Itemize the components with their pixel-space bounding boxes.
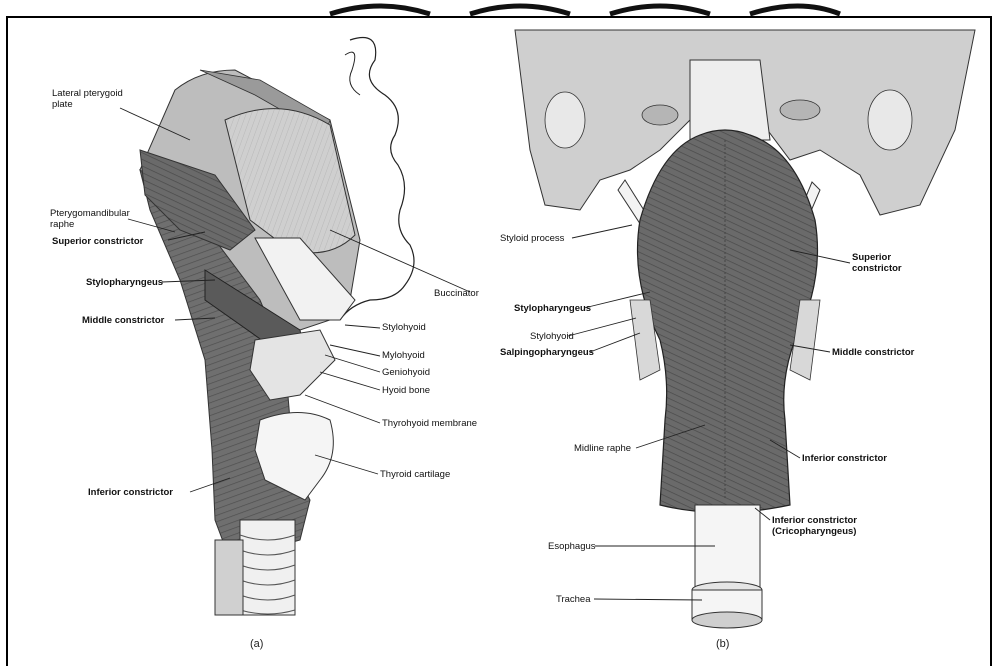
caption-panel-b: (b)	[716, 638, 729, 650]
label-hyoid-bone: Hyoid bone	[382, 385, 430, 396]
label-middle-constrictor-a: Middle constrictor	[82, 315, 164, 326]
label-middle-constrictor-b: Middle constrictor	[832, 347, 914, 358]
label-pterygomandibular-raphe: Pterygomandibular raphe	[50, 208, 130, 230]
label-salpingopharyngeus: Salpingopharyngeus	[500, 347, 594, 358]
label-trachea: Trachea	[556, 594, 591, 605]
panel-a-drawing	[140, 38, 414, 616]
caption-panel-a: (a)	[250, 638, 263, 650]
label-thyroid-cartilage: Thyroid cartilage	[380, 469, 450, 480]
label-inferior-constrictor-cricopharyngeus: Inferior constrictor (Cricopharyngeus)	[772, 515, 857, 537]
label-geniohyoid: Geniohyoid	[382, 367, 430, 378]
label-superior-constrictor-b: Superior constrictor	[852, 252, 902, 274]
top-band-fragment	[300, 0, 860, 14]
label-inferior-constrictor-a: Inferior constrictor	[88, 487, 173, 498]
panel-b-drawing	[515, 30, 975, 628]
label-superior-constrictor-a: Superior constrictor	[52, 236, 143, 247]
label-buccinator: Buccinator	[434, 288, 479, 299]
label-stylopharyngeus-b: Stylopharyngeus	[514, 303, 591, 314]
label-esophagus: Esophagus	[548, 541, 596, 552]
label-stylopharyngeus-a: Stylopharyngeus	[86, 277, 163, 288]
label-thyrohyoid-membrane: Thyrohyoid membrane	[382, 418, 477, 429]
label-midline-raphe: Midline raphe	[574, 443, 631, 454]
label-lateral-pterygoid-plate: Lateral pterygoid plate	[52, 88, 123, 110]
label-mylohyoid: Mylohyoid	[382, 350, 425, 361]
label-styloid-process: Styloid process	[500, 233, 564, 244]
label-stylohyoid-b: Stylohyoid	[530, 331, 574, 342]
label-stylohyoid-a: Stylohyoid	[382, 322, 426, 333]
label-inferior-constrictor-b: Inferior constrictor	[802, 453, 887, 464]
